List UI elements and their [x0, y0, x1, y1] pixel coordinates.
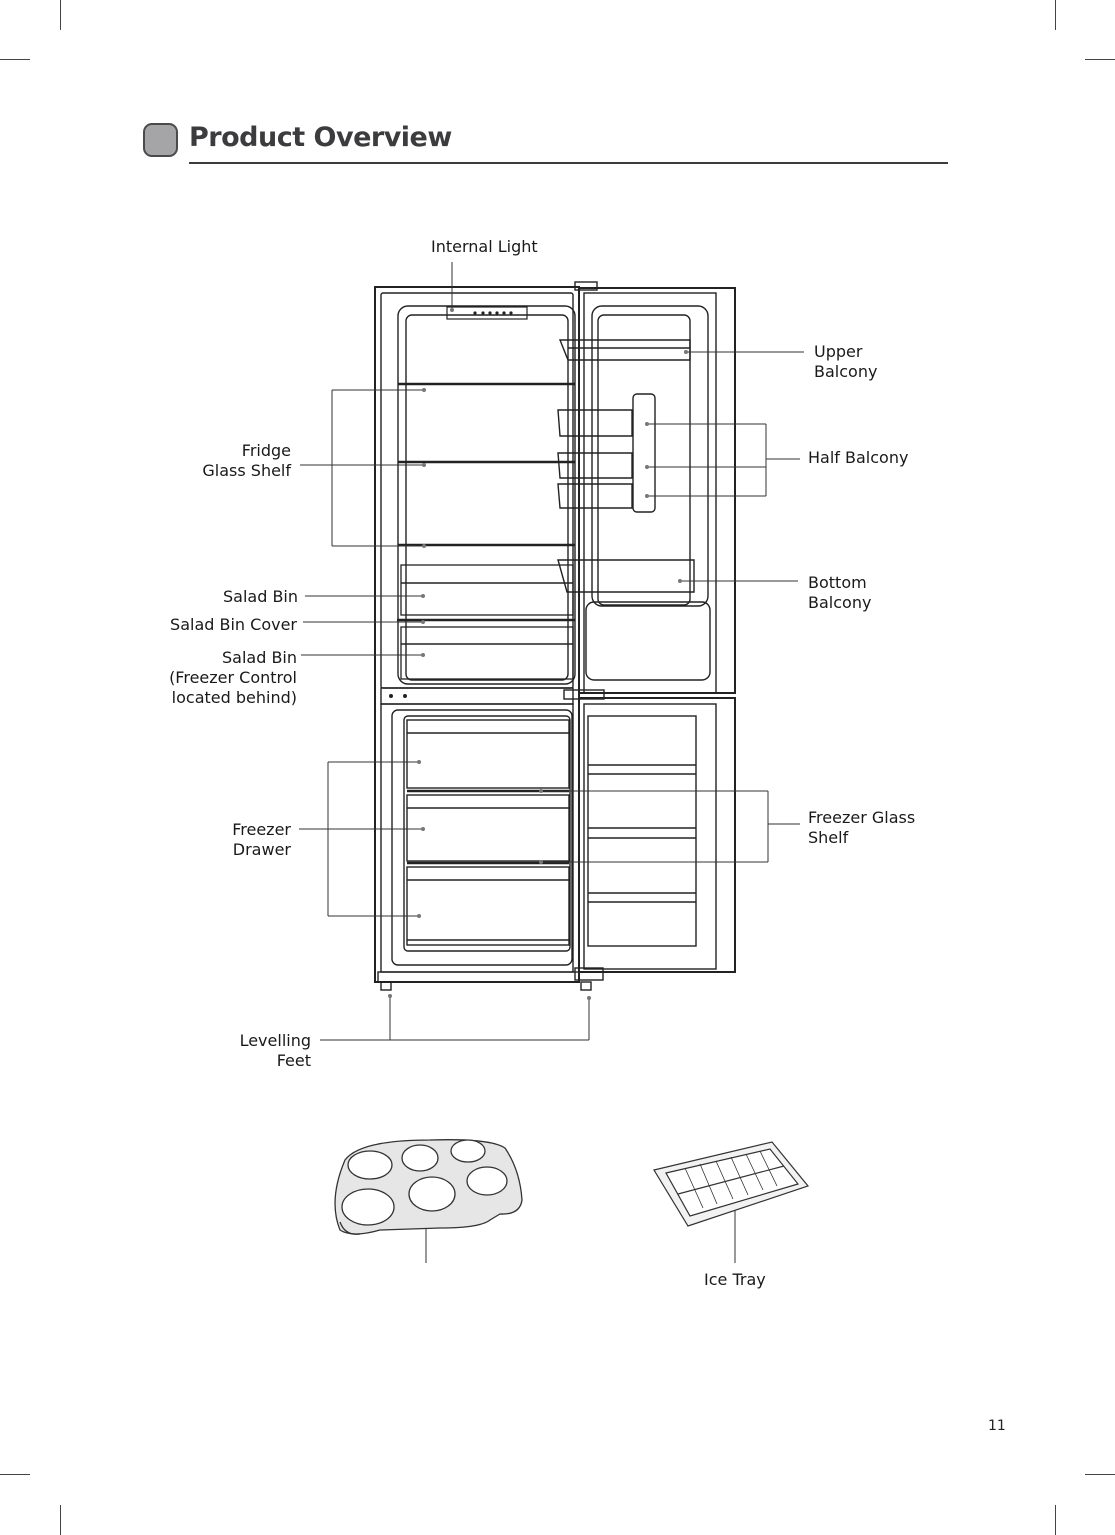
- page-number: 11: [988, 1418, 1006, 1434]
- egg-tray-illustration: [335, 1140, 522, 1235]
- label-internal-light: Internal Light: [431, 237, 538, 257]
- label-ice-tray: Ice Tray: [704, 1270, 766, 1290]
- label-salad-bin: Salad Bin: [160, 587, 298, 607]
- label-salad-bin-cover: Salad Bin Cover: [160, 615, 297, 635]
- label-half-balcony: Half Balcony: [808, 448, 908, 468]
- ice-tray-illustration: [654, 1142, 808, 1226]
